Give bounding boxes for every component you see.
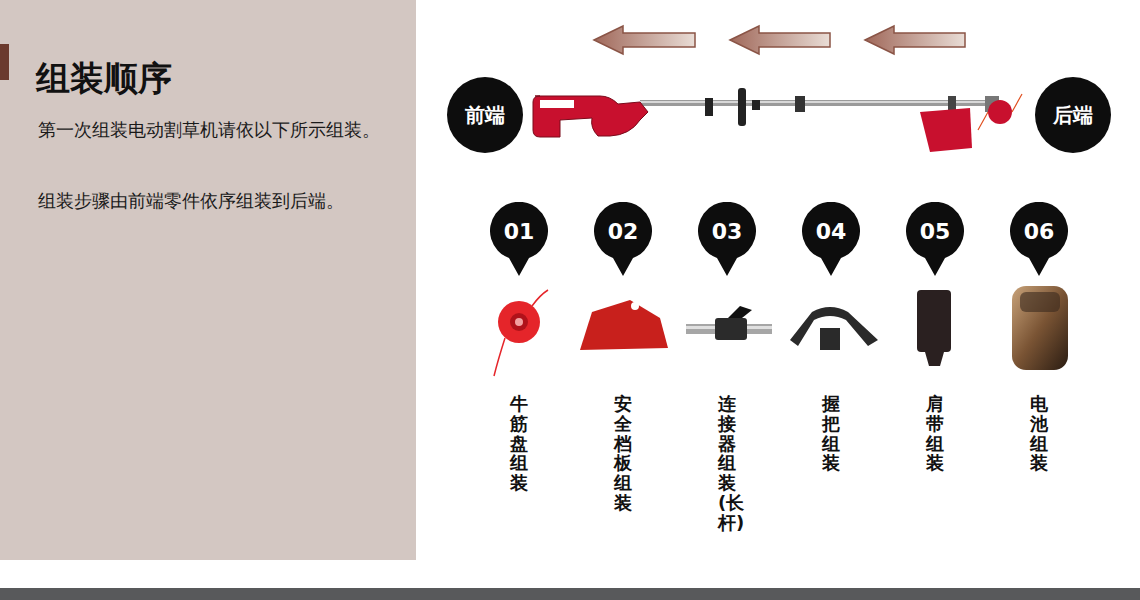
callout-number: 05 <box>906 219 964 244</box>
direction-arrows <box>594 26 965 54</box>
end-circle: 前端 <box>447 77 523 153</box>
part-name: 肩带组装 <box>926 394 944 473</box>
callout-number: 02 <box>594 219 652 244</box>
body-text: 组装步骤由前端零件依序组装到后端。 <box>24 188 400 214</box>
callout-number: 01 <box>490 219 548 244</box>
part-name: 牛筋盘组装 <box>510 394 528 493</box>
parts-pictures <box>494 286 1068 376</box>
body-text: 第一次组装电动割草机请依以下所示组装。 <box>24 117 400 143</box>
part-name: 握把组装 <box>822 394 840 473</box>
accent-bar <box>0 44 9 80</box>
callout-pin: 01 <box>490 202 548 276</box>
bottom-bar <box>0 588 1140 600</box>
trimmer-picture <box>533 88 1022 152</box>
title: 组装顺序 <box>36 56 172 102</box>
callout-number: 04 <box>802 219 860 244</box>
callout-pin: 06 <box>1010 202 1068 276</box>
part-name: 电池组装 <box>1030 394 1048 473</box>
callout-pin: 04 <box>802 202 860 276</box>
end-label: 后端 <box>1035 102 1111 129</box>
part-name: 安全档板组装 <box>614 394 632 513</box>
callout-pin: 02 <box>594 202 652 276</box>
callout-pin: 03 <box>698 202 756 276</box>
callout-number: 06 <box>1010 219 1068 244</box>
end-label: 前端 <box>447 102 523 129</box>
end-circle: 后端 <box>1035 77 1111 153</box>
callout-pin: 05 <box>906 202 964 276</box>
callout-number: 03 <box>698 219 756 244</box>
part-name: 连接器组装(长杆) <box>718 394 736 533</box>
